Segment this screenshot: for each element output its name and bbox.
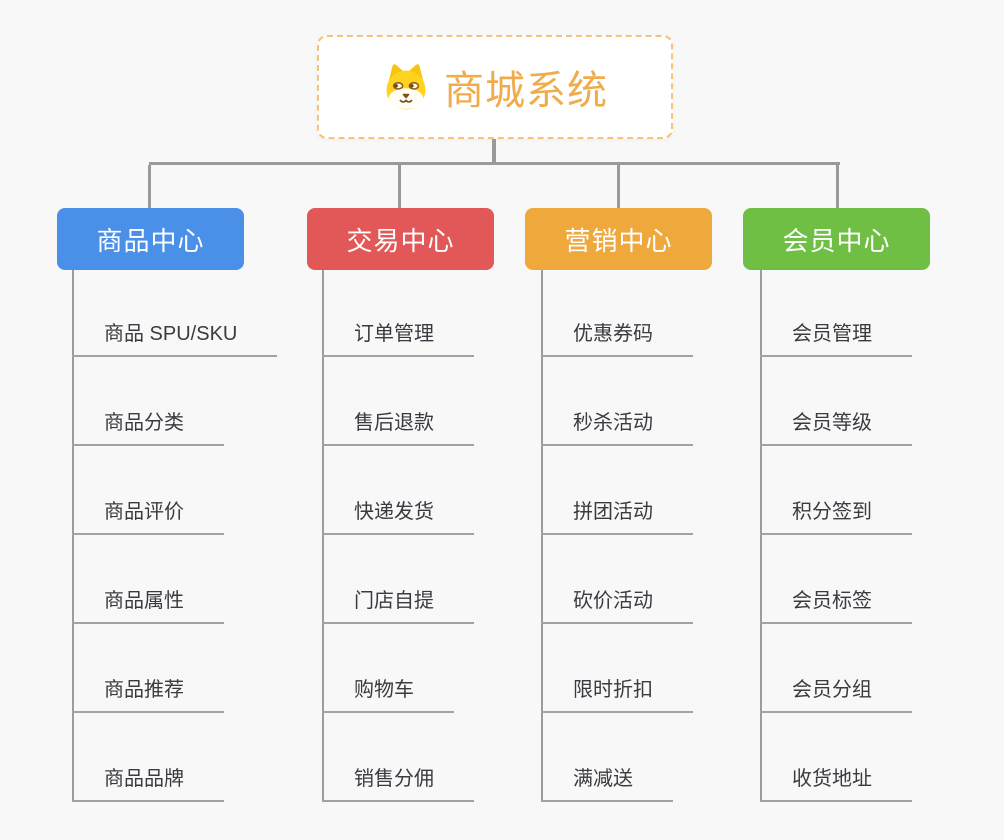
leaf-item-member-group[interactable]: 会员分组 — [760, 673, 912, 713]
leaf-item-coupon-code[interactable]: 优惠券码 — [541, 317, 693, 357]
connector-spine-trade — [322, 270, 324, 800]
leaf-item-sales-commission[interactable]: 销售分佣 — [322, 762, 474, 802]
leaf-item-product-recommend[interactable]: 商品推荐 — [72, 673, 224, 713]
branch-node-trade-center[interactable]: 交易中心 — [307, 208, 494, 270]
leaf-item-product-attribute[interactable]: 商品属性 — [72, 584, 224, 624]
branch-node-product-center[interactable]: 商品中心 — [57, 208, 244, 270]
leaf-item-limited-time-discount[interactable]: 限时折扣 — [541, 673, 693, 713]
leaf-item-aftersale-refund[interactable]: 售后退款 — [322, 406, 474, 446]
connector-drop-marketing — [617, 165, 620, 208]
leaf-item-bargain-activity[interactable]: 砍价活动 — [541, 584, 693, 624]
leaf-item-product-category[interactable]: 商品分类 — [72, 406, 224, 446]
dog-face-icon — [386, 64, 426, 110]
leaf-item-member-level[interactable]: 会员等级 — [760, 406, 912, 446]
leaf-item-group-buy[interactable]: 拼团活动 — [541, 495, 693, 535]
leaf-item-points-checkin[interactable]: 积分签到 — [760, 495, 912, 535]
connector-horizontal-bus — [149, 162, 840, 165]
root-title: 商城系统 — [444, 69, 608, 113]
connector-spine-product — [72, 270, 74, 800]
leaf-item-member-management[interactable]: 会员管理 — [760, 317, 912, 357]
branch-node-member-center[interactable]: 会员中心 — [743, 208, 930, 270]
leaf-item-shipping-address[interactable]: 收货地址 — [760, 762, 912, 802]
leaf-item-product-brand[interactable]: 商品品牌 — [72, 762, 224, 802]
connector-drop-member — [836, 165, 839, 208]
connector-drop-trade — [398, 165, 401, 208]
leaf-item-product-spu-sku[interactable]: 商品 SPU/SKU — [72, 317, 278, 357]
leaf-item-member-tag[interactable]: 会员标签 — [760, 584, 912, 624]
connector-spine-marketing — [541, 270, 543, 800]
leaf-item-product-review[interactable]: 商品评价 — [72, 495, 224, 535]
connector-root-trunk — [492, 139, 496, 165]
branch-node-marketing-center[interactable]: 营销中心 — [525, 208, 712, 270]
leaf-item-flash-sale[interactable]: 秒杀活动 — [541, 406, 693, 446]
leaf-item-store-pickup[interactable]: 门店自提 — [322, 584, 474, 624]
leaf-item-order-management[interactable]: 订单管理 — [322, 317, 474, 357]
connector-drop-product — [148, 165, 151, 208]
root-node-mall-system[interactable]: 商城系统 — [317, 35, 673, 139]
leaf-item-shopping-cart[interactable]: 购物车 — [322, 673, 454, 713]
leaf-item-express-delivery[interactable]: 快递发货 — [322, 495, 474, 535]
connector-spine-member — [760, 270, 762, 800]
leaf-item-spend-and-save[interactable]: 满减送 — [541, 762, 673, 802]
